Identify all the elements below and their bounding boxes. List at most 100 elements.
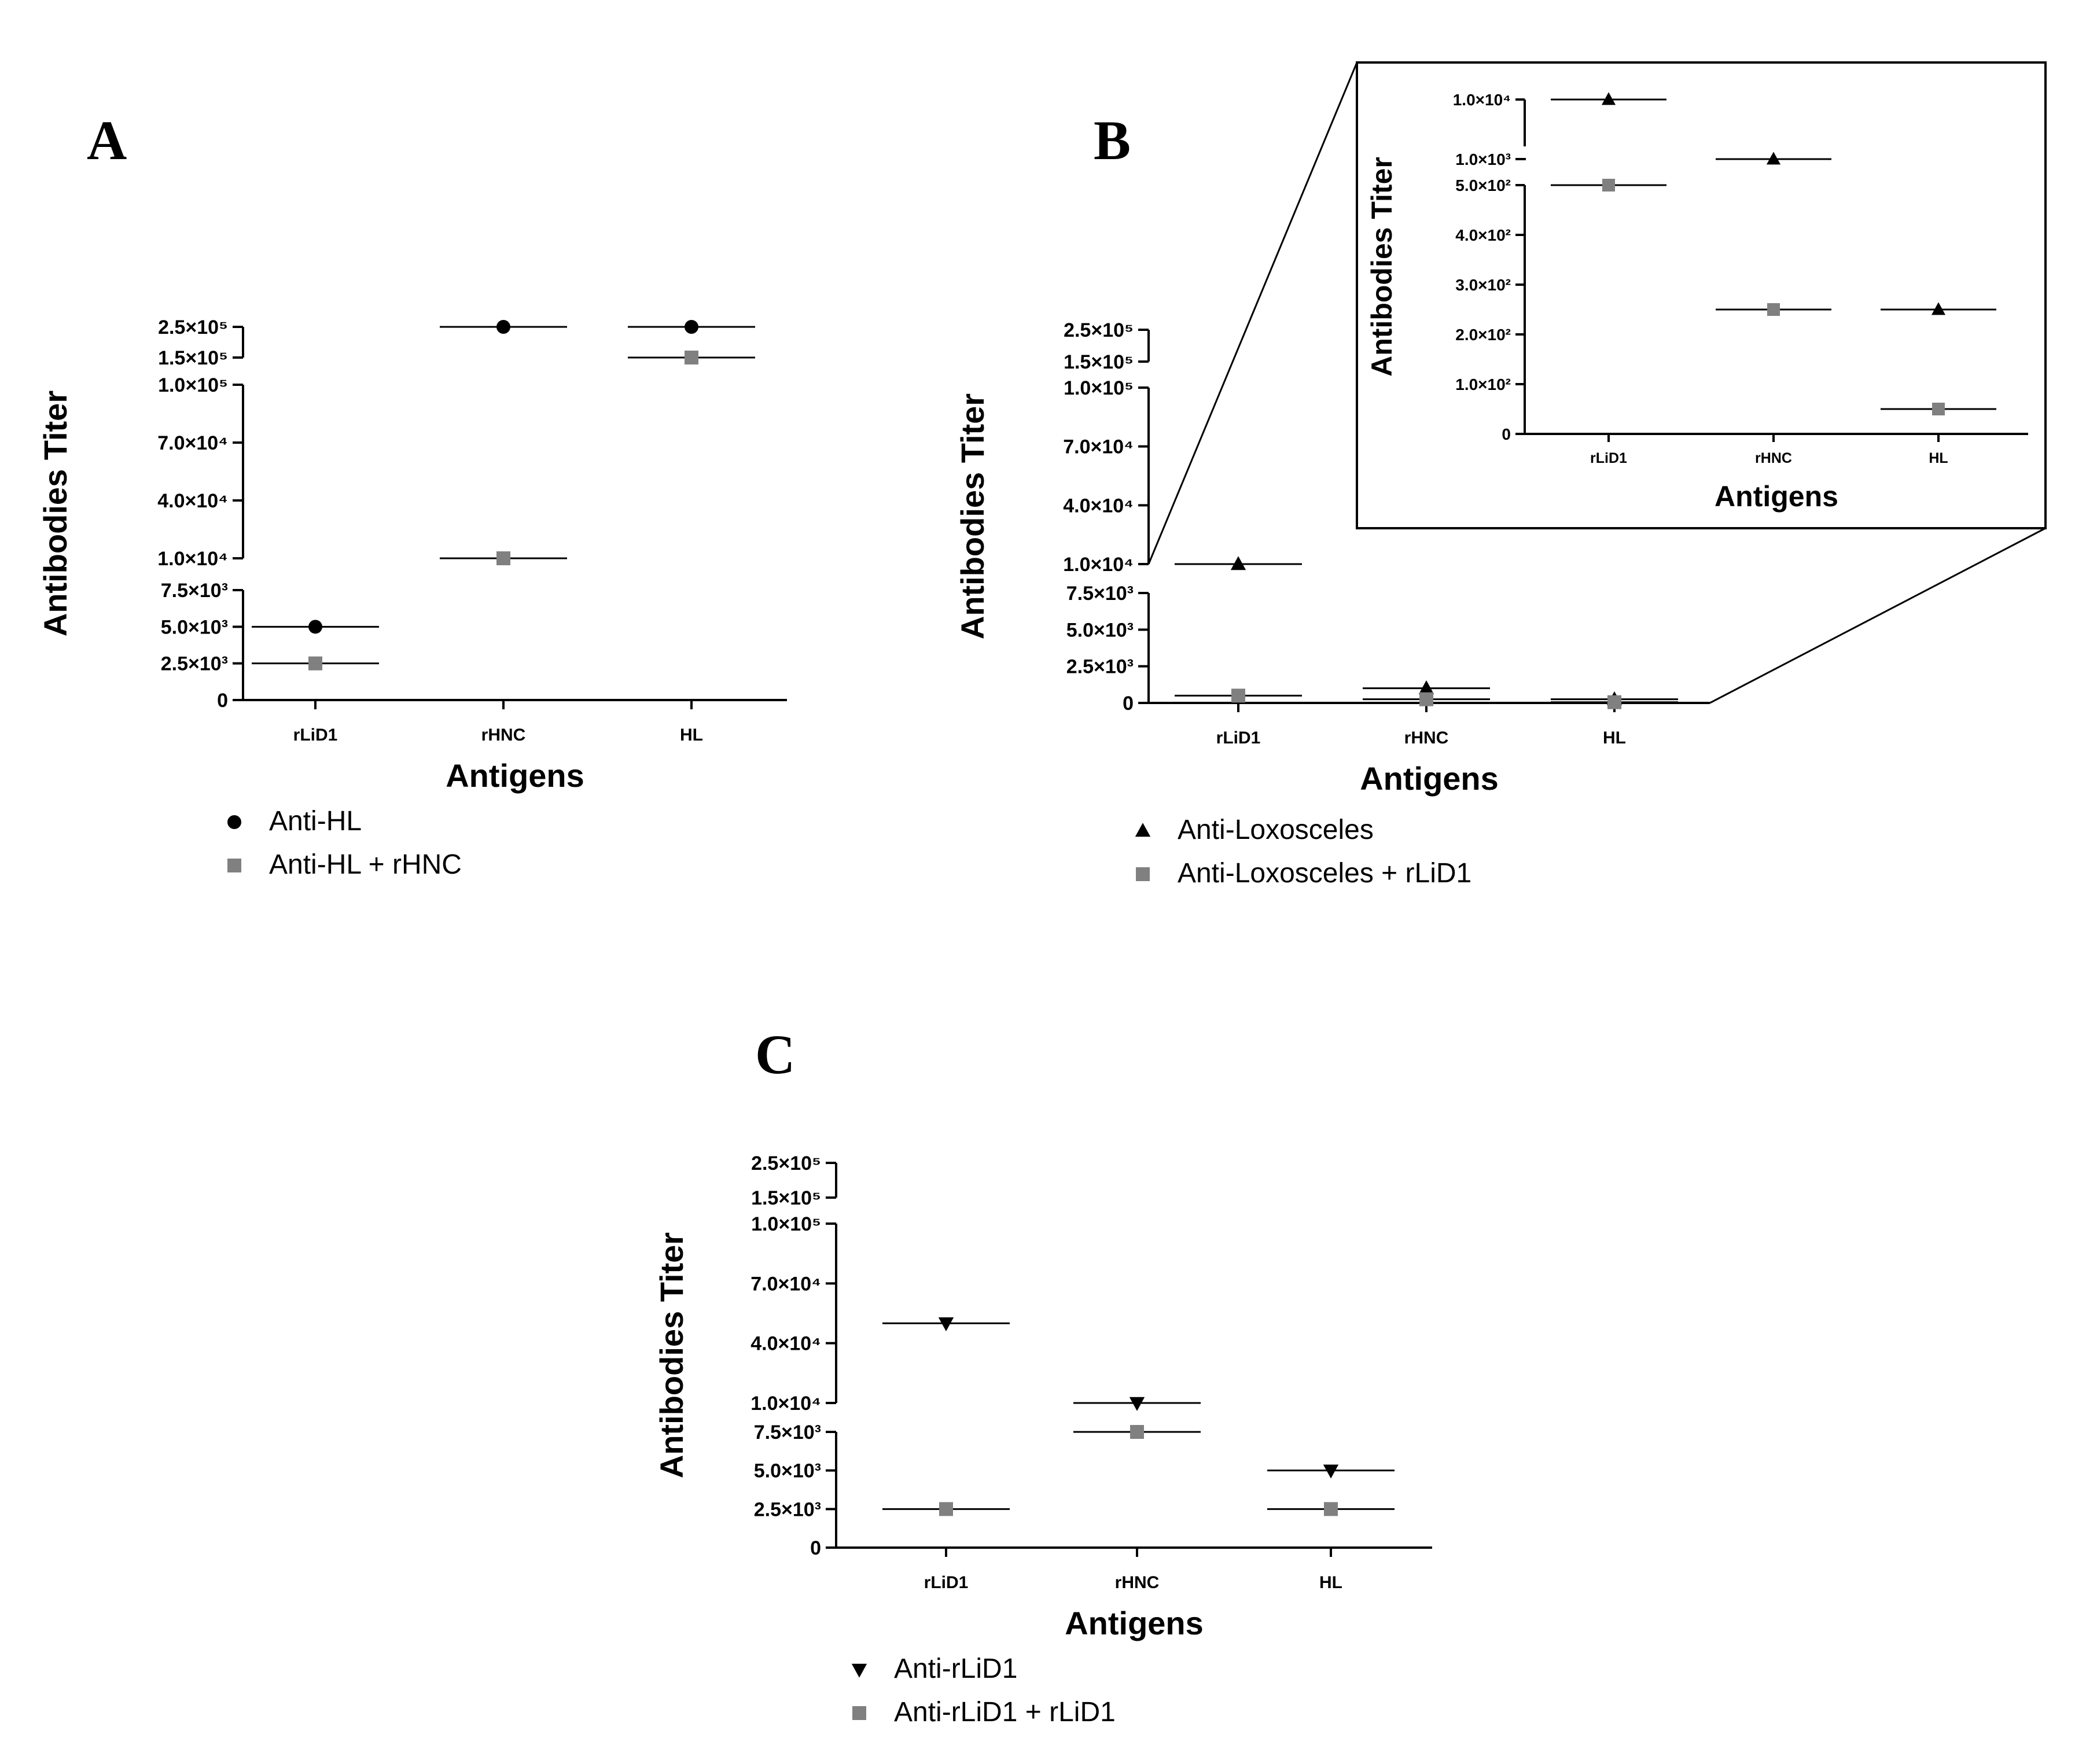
panel-c-y-tick-label: 0 [810, 1537, 821, 1559]
panel-b-y-tick-label: 5.0×10³ [1066, 619, 1134, 641]
panel-b-y-tick-label: 7.5×10³ [1066, 583, 1134, 605]
panel-a-y-tick-label: 0 [217, 690, 228, 712]
panel-b-inset-point [1767, 303, 1780, 316]
panel-c-point [1324, 1502, 1338, 1516]
panel-c-y-tick-label: 5.0×10³ [754, 1460, 821, 1482]
panel-a-y-tick-label: 7.0×10⁴ [157, 432, 228, 454]
panel-b-inset-y-tick-label: 1.0×10² [1455, 375, 1511, 393]
panel-c-y-tick-label: 1.0×10⁴ [750, 1393, 821, 1415]
panel-b-y-tick-label: 2.5×10³ [1066, 656, 1134, 678]
panel-a-y-tick-label: 2.5×10⁵ [158, 316, 228, 338]
panel-b-y-tick-label: 1.0×10⁴ [1063, 554, 1134, 576]
panel-b-y-tick-label: 0 [1123, 693, 1134, 715]
panel-c-point [1323, 1464, 1339, 1479]
panel-b-zoom-line-top [1147, 62, 1358, 565]
panel-b-point [1419, 692, 1433, 706]
panel-a-point [685, 320, 698, 334]
panel-c-legend-marker [851, 1663, 867, 1678]
panel-b-inset-y-tick-label: 1.0×10³ [1455, 150, 1511, 168]
panel-a-point [308, 620, 322, 634]
panel-b-inset-point [1602, 179, 1615, 192]
panel-c-y-tick-label: 1.0×10⁵ [751, 1213, 821, 1235]
panel-a-y-tick-label: 2.5×10³ [161, 653, 228, 675]
panel-b-legend-marker [1135, 823, 1151, 837]
panel-c-x-tick-label: rHNC [1115, 1573, 1160, 1592]
panel-c-legend-label: Anti-rLiD1 + rLiD1 [894, 1697, 1116, 1728]
panel-b-inset-point [1932, 403, 1945, 415]
panel-c-y-tick-label: 7.0×10⁴ [750, 1273, 821, 1295]
panel-a-y-tick-label: 4.0×10⁴ [157, 490, 228, 512]
panel-a-point [685, 351, 698, 364]
panel-c-x-axis-title: Antigens [1065, 1605, 1204, 1641]
panel-b-zoom-line-bottom [1709, 527, 2046, 704]
panel-b-x-axis-title: Antigens [1360, 760, 1499, 797]
panel-b-y-tick-label: 4.0×10⁴ [1063, 495, 1134, 517]
panel-b-x-tick-label: rLiD1 [1216, 728, 1261, 747]
panel-a-legend-marker [227, 815, 241, 829]
panel-b-y-tick-label: 1.0×10⁵ [1064, 377, 1134, 399]
panel-c-y-tick-label: 2.5×10³ [754, 1498, 821, 1520]
panel-a-y-tick-label: 1.5×10⁵ [158, 347, 228, 369]
panel-b-legend-label: Anti-Loxosceles + rLiD1 [1178, 858, 1471, 889]
panel-b-inset-point [1931, 302, 1946, 315]
panel-c-x-tick-label: HL [1319, 1573, 1342, 1592]
panel-c-legend-marker [852, 1706, 866, 1720]
panel-c-y-axis-title: Antibodies Titer [653, 1232, 690, 1478]
panel-b-point [1230, 556, 1246, 570]
panel-b-y-tick-label: 2.5×10⁵ [1064, 319, 1134, 341]
panel-c-legend-label: Anti-rLiD1 [894, 1653, 1017, 1684]
panel-b-inset-point [1766, 152, 1781, 165]
panel-a-legend-label: Anti-HL [269, 806, 362, 837]
panel-b-inset-y-tick-label: 1.0×10⁴ [1453, 91, 1511, 109]
panel-a-y-tick-label: 7.5×10³ [161, 580, 228, 602]
panel-c-y-tick-label: 1.5×10⁵ [751, 1187, 821, 1209]
panel-b-x-tick-label: HL [1603, 728, 1626, 747]
panel-c-x-tick-label: rLiD1 [924, 1573, 969, 1592]
panel-a-point [496, 551, 510, 565]
panel-b-inset-x-axis-title: Antigens [1715, 480, 1838, 513]
panel-b-inset-x-tick-label: HL [1929, 450, 1948, 466]
panel-a-y-axis-title: Antibodies Titer [37, 391, 73, 636]
panel-b-point [1231, 688, 1245, 703]
panel-b-inset-y-axis-title: Antibodies Titer [1366, 157, 1398, 377]
panel-b-point [1607, 695, 1621, 709]
panel-b-inset-y-tick-label: 3.0×10² [1455, 276, 1511, 294]
panel-letter-a: A [87, 109, 127, 171]
panel-b-inset-x-tick-label: rHNC [1755, 450, 1792, 466]
panel-a-legend-label: Anti-HL + rHNC [269, 849, 462, 880]
panel-b-inset-y-tick-label: 0 [1502, 425, 1511, 443]
panel-c-y-tick-label: 7.5×10³ [754, 1421, 821, 1443]
panel-c-point [1130, 1425, 1144, 1439]
panel-b-y-tick-label: 7.0×10⁴ [1063, 436, 1134, 458]
panel-b-inset-y-tick-label: 2.0×10² [1455, 326, 1511, 344]
panel-b-y-axis-title: Antibodies Titer [954, 393, 991, 639]
panel-letter-c: C [755, 1023, 795, 1085]
panel-b-x-tick-label: rHNC [1404, 728, 1449, 747]
panel-a-legend-marker [227, 859, 241, 872]
panel-b-point [1418, 680, 1434, 694]
panel-a-x-tick-label: rLiD1 [293, 726, 338, 745]
panel-b-y-tick-label: 1.5×10⁵ [1064, 351, 1134, 373]
panel-c-point [938, 1317, 954, 1332]
panel-b-legend-marker [1136, 867, 1150, 881]
panel-b-legend-label: Anti-Loxosceles [1178, 815, 1374, 845]
panel-a-x-axis-title: Antigens [446, 757, 584, 794]
panel-a-point [496, 320, 510, 334]
panel-a-point [308, 656, 322, 671]
panel-a-x-tick-label: HL [680, 726, 703, 745]
panel-c-y-tick-label: 4.0×10⁴ [750, 1333, 821, 1355]
panel-b-inset-y-tick-label: 5.0×10² [1455, 176, 1511, 194]
panel-c-point [939, 1502, 953, 1516]
panel-b-inset-point [1601, 92, 1616, 105]
panel-a-y-tick-label: 1.0×10⁵ [158, 374, 228, 396]
panel-b-inset-y-tick-label: 4.0×10² [1455, 226, 1511, 244]
panel-letter-b: B [1094, 109, 1131, 171]
panel-b-inset-frame [1356, 61, 2047, 529]
panel-a-y-tick-label: 5.0×10³ [161, 616, 228, 638]
panel-a-x-tick-label: rHNC [481, 726, 526, 745]
panel-c-point [1129, 1397, 1145, 1411]
panel-c-y-tick-label: 2.5×10⁵ [751, 1152, 821, 1174]
panel-a-y-tick-label: 1.0×10⁴ [157, 548, 228, 570]
